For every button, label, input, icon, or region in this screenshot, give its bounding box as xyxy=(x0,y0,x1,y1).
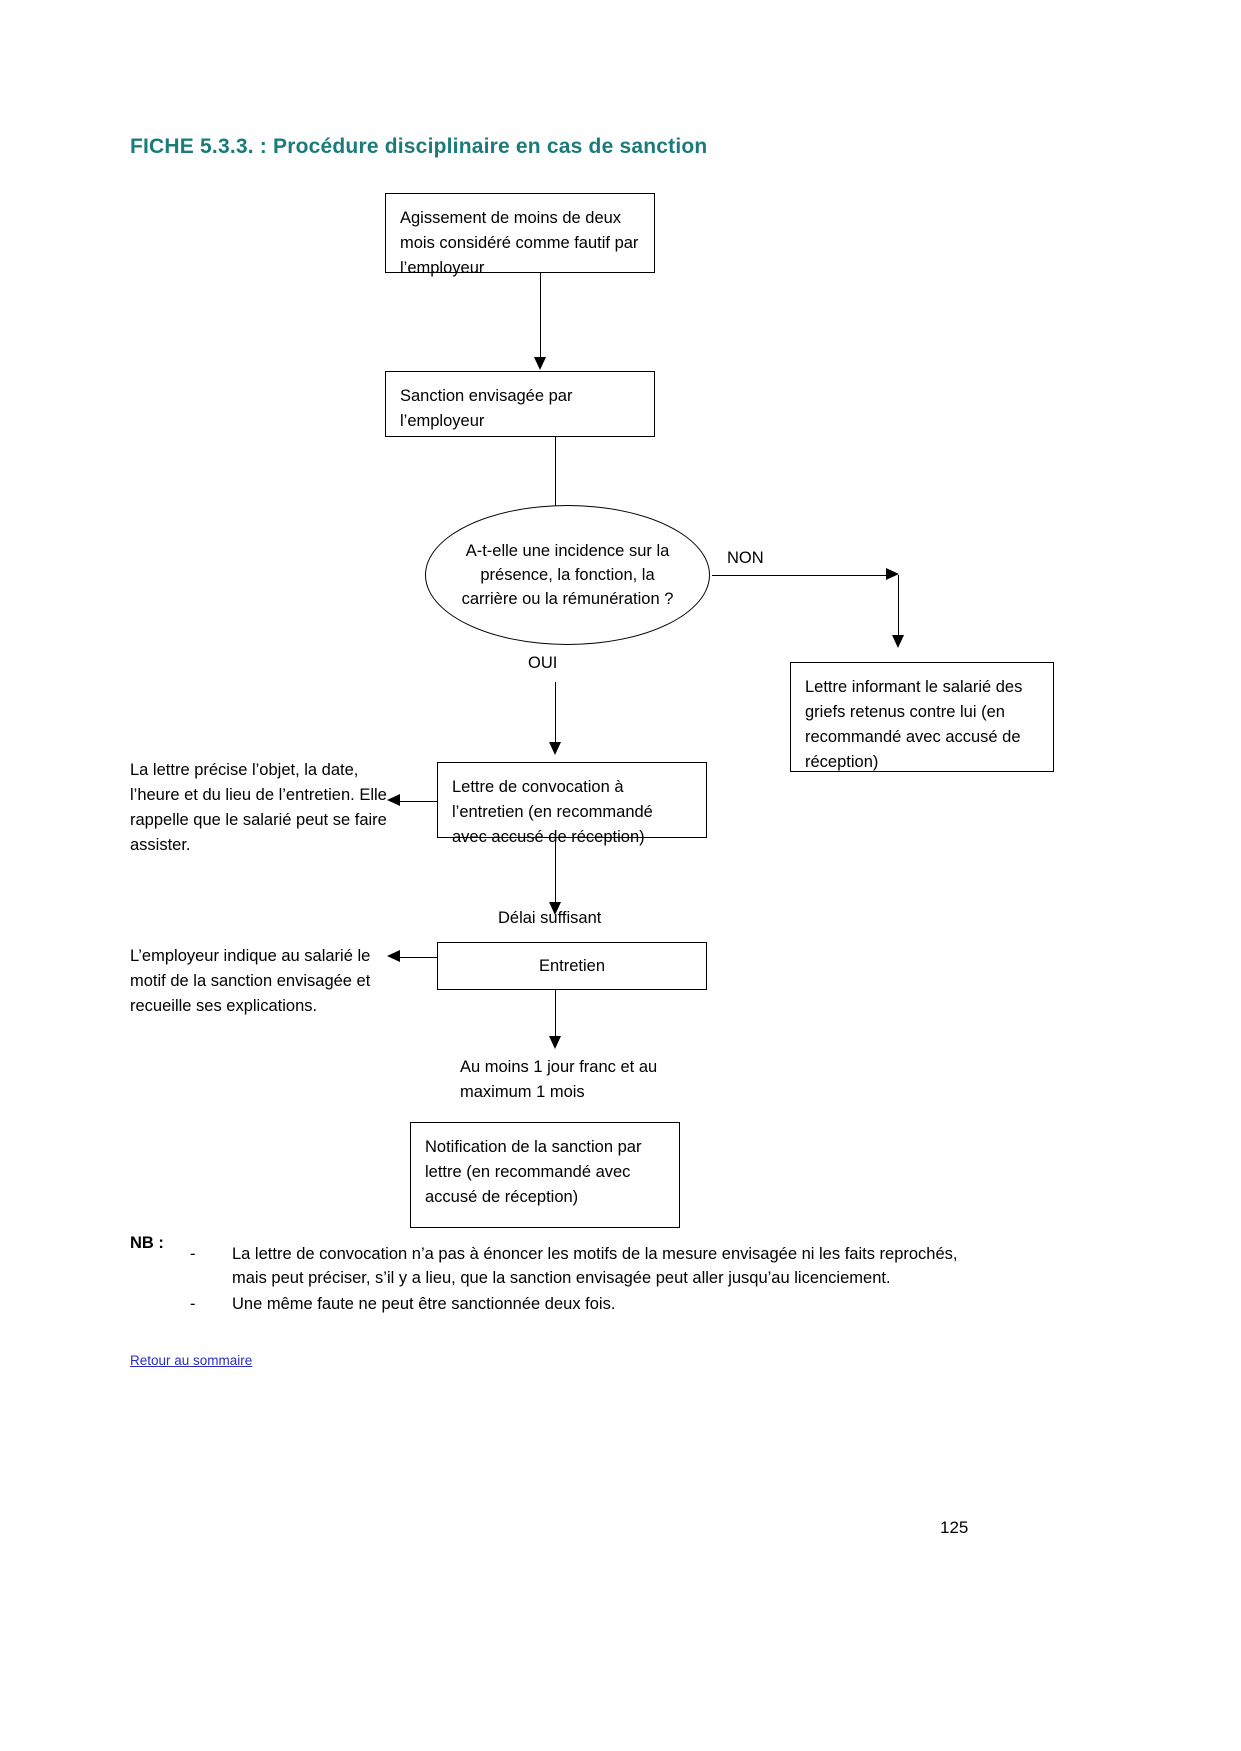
flow-node-decision: A-t-elle une incidence sur la présence, … xyxy=(425,505,710,645)
return-to-summary-link[interactable]: Retour au sommaire xyxy=(130,1353,253,1368)
edge-label-oui: OUI xyxy=(528,654,558,672)
arrow-start-to-sanction-head xyxy=(534,357,546,370)
flow-node-start-label: Agissement de moins de deux mois considé… xyxy=(400,209,639,277)
edge-label-delay-min-max: Au moins 1 jour franc et au maximum 1 mo… xyxy=(460,1058,658,1101)
arrow-entretien-to-notification-line xyxy=(555,990,556,1038)
annotation-convocation: La lettre précise l’objet, la date, l’he… xyxy=(130,761,387,854)
flow-node-letter-grievances-label: Lettre informant le salarié des griefs r… xyxy=(805,678,1023,771)
arrow-non-down-head xyxy=(892,635,904,648)
page-title: FICHE 5.3.3. : Procédure disciplinaire e… xyxy=(130,135,708,158)
nb-label: NB : xyxy=(130,1234,164,1252)
arrow-oui-head xyxy=(549,742,561,755)
nb-bullet-dash: - xyxy=(190,1245,196,1263)
arrow-non-line xyxy=(712,575,886,576)
arrow-annotation-entretien-head xyxy=(387,950,400,962)
flow-node-convocation-label: Lettre de convocation à l’entretien (en … xyxy=(452,778,653,846)
flow-node-convocation: Lettre de convocation à l’entretien (en … xyxy=(437,762,707,846)
arrow-non-head xyxy=(886,568,899,580)
edge-label-delai: Délai suffisant xyxy=(498,909,602,927)
arrow-annotation-convocation-line xyxy=(400,801,437,802)
arrow-convocation-to-entretien-line xyxy=(555,838,556,904)
arrow-start-to-sanction-line xyxy=(540,273,541,357)
nb-list: - La lettre de convocation n’a pas à éno… xyxy=(190,1242,990,1318)
arrow-convocation-to-entretien-head xyxy=(549,902,561,915)
edge-label-non: NON xyxy=(727,549,764,567)
arrow-oui-line xyxy=(555,682,556,744)
page-number: 125 xyxy=(940,1518,969,1537)
nb-list-item: - Une même faute ne peut être sanctionné… xyxy=(190,1292,990,1316)
flow-node-start: Agissement de moins de deux mois considé… xyxy=(385,193,655,277)
flow-node-entretien: Entretien xyxy=(437,942,707,990)
arrow-entretien-to-notification-head xyxy=(549,1036,561,1049)
arrow-annotation-entretien-line xyxy=(400,957,437,958)
flow-node-sanction-label: Sanction envisagée par l’employeur xyxy=(400,387,573,430)
flow-node-notification: Notification de la sanction par lettre (… xyxy=(410,1122,680,1228)
arrow-non-down-line xyxy=(898,575,899,637)
flow-node-decision-label: A-t-elle une incidence sur la présence, … xyxy=(461,542,674,608)
arrow-sanction-to-decision-line xyxy=(555,437,556,515)
flow-node-sanction: Sanction envisagée par l’employeur xyxy=(385,371,655,437)
arrow-annotation-convocation-head xyxy=(387,794,400,806)
nb-item-text: Une même faute ne peut être sanctionnée … xyxy=(232,1295,616,1313)
annotation-entretien: L’employeur indique au salarié le motif … xyxy=(130,947,371,1015)
flow-node-entretien-label: Entretien xyxy=(538,957,606,975)
flow-node-letter-grievances: Lettre informant le salarié des griefs r… xyxy=(790,662,1054,772)
nb-item-text: La lettre de convocation n’a pas à énonc… xyxy=(232,1245,958,1287)
nb-bullet-dash: - xyxy=(190,1295,196,1313)
flow-node-notification-label: Notification de la sanction par lettre (… xyxy=(425,1138,642,1206)
nb-list-item: - La lettre de convocation n’a pas à éno… xyxy=(190,1242,990,1290)
